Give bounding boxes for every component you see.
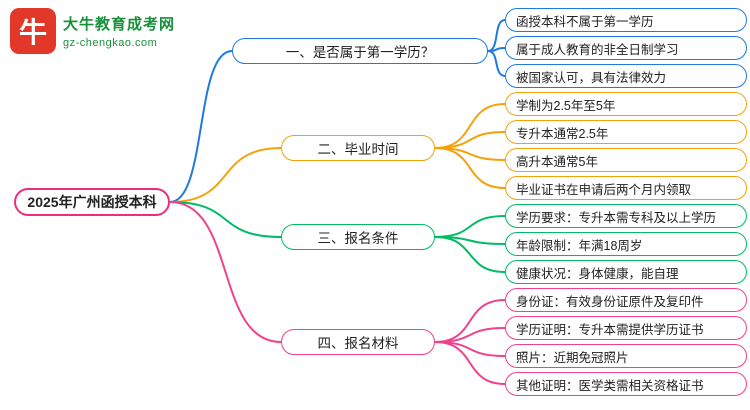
bull-icon: 牛 [10,8,56,54]
leaf-node: 毕业证书在申请后两个月内领取 [505,176,747,200]
leaf-node: 健康状况：身体健康，能自理 [505,260,747,284]
leaf-node: 属于成人教育的非全日制学习 [505,36,747,60]
site-logo: 牛 大牛教育成考网 gz-chengkao.com [10,8,175,54]
leaf-node: 年龄限制：年满18周岁 [505,232,747,256]
leaf-node: 学制为2.5年至5年 [505,92,747,116]
leaf-node: 身份证：有效身份证原件及复印件 [505,288,747,312]
branch-node-first-degree: 一、是否属于第一学历？ [232,38,488,64]
logo-text: 大牛教育成考网 gz-chengkao.com [63,13,175,49]
logo-title: 大牛教育成考网 [63,16,176,33]
branch-node-graduation-time: 二、毕业时间 [281,135,435,161]
leaf-node: 函授本科不属于第一学历 [505,8,747,32]
leaf-node: 专升本通常2.5年 [505,120,747,144]
leaf-node: 其他证明：医学类需相关资格证书 [505,372,747,396]
leaf-node: 学历要求：专升本需专科及以上学历 [505,204,747,228]
leaf-node: 被国家认可，具有法律效力 [505,64,747,88]
branch-node-requirements: 三、报名条件 [281,224,435,250]
leaf-node: 学历证明：专升本需提供学历证书 [505,316,747,340]
logo-domain: gz-chengkao.com [63,37,158,49]
leaf-node: 照片：近期免冠照片 [505,344,747,368]
bull-icon-glyph: 牛 [18,17,47,48]
branch-node-materials: 四、报名材料 [281,329,435,355]
root-node: 2025年广州函授本科 [14,188,170,216]
leaf-node: 高升本通常5年 [505,148,747,172]
